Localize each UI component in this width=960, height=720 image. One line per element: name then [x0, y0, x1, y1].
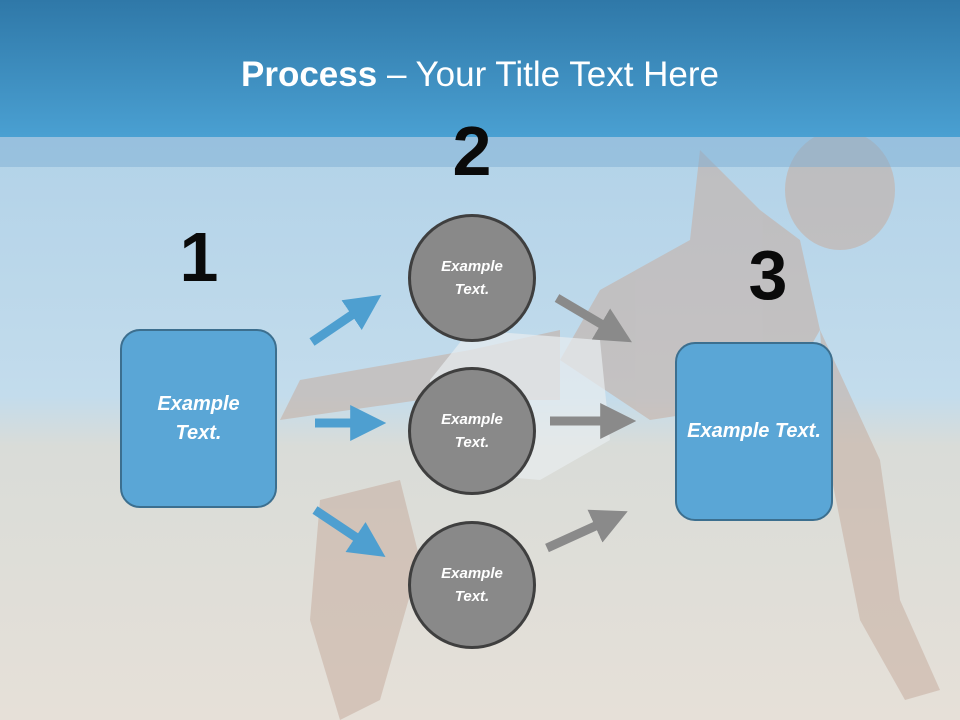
start-box-text: Example Text. — [157, 392, 240, 444]
title-bold: Process — [241, 55, 378, 94]
title-rest: – Your Title Text Here — [377, 55, 719, 94]
end-box-text: Example Text. — [687, 420, 821, 442]
circle-top-text: Example Text. — [441, 258, 503, 298]
step-number-1: 1 — [179, 218, 219, 296]
circle-top: Example Text. — [408, 214, 536, 342]
end-box: Example Text. — [675, 342, 833, 521]
arrow-icon — [312, 506, 386, 557]
header-band — [0, 137, 960, 167]
circle-middle-text: Example Text. — [441, 411, 503, 451]
arrow-icon — [545, 509, 628, 553]
circle-bottom-text: Example Text. — [441, 565, 503, 605]
circle-middle: Example Text. — [408, 367, 536, 495]
title-bar — [0, 0, 960, 137]
circle-bottom: Example Text. — [408, 521, 536, 649]
arrow-icon — [309, 294, 382, 346]
start-box: Example Text. — [120, 329, 277, 508]
arrow-icon — [554, 294, 632, 343]
step-number-2: 2 — [452, 112, 492, 190]
slide-title: Process – Your Title Text Here — [0, 54, 960, 96]
step-number-3: 3 — [748, 236, 788, 314]
